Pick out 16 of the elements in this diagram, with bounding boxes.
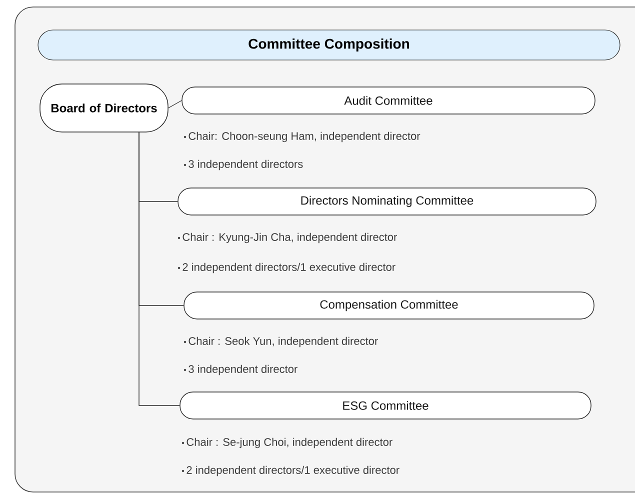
- bullet-text: Chair : Seok Yun, independent director: [184, 336, 378, 348]
- committee-box: Audit Committee: [182, 86, 596, 114]
- committee-box: Compensation Committee: [184, 292, 594, 320]
- bullet-text: Chair: Choon-seung Ham, independent director: [184, 132, 420, 142]
- committee-box: Directors Nominating Committee: [178, 188, 596, 216]
- bullet-text: 3 independent director: [184, 364, 298, 376]
- bullet-text: 3 independent directors: [184, 160, 303, 170]
- bullet-text: Chair : Kyung-Jin Cha, independent director: [178, 232, 397, 244]
- connector-line: [168, 100, 182, 108]
- bullet-text: Chair : Se-jung Choi, independent director: [182, 438, 392, 448]
- connector-line: [138, 132, 180, 406]
- bullet-text: 2 independent directors/1 executive director: [182, 466, 400, 476]
- board-box: Board of Directors: [40, 84, 168, 132]
- committee-box: ESG Committee: [180, 392, 592, 420]
- bullet-text: 2 independent directors/1 executive director: [178, 262, 396, 274]
- title-banner: Committee Composition: [38, 30, 620, 60]
